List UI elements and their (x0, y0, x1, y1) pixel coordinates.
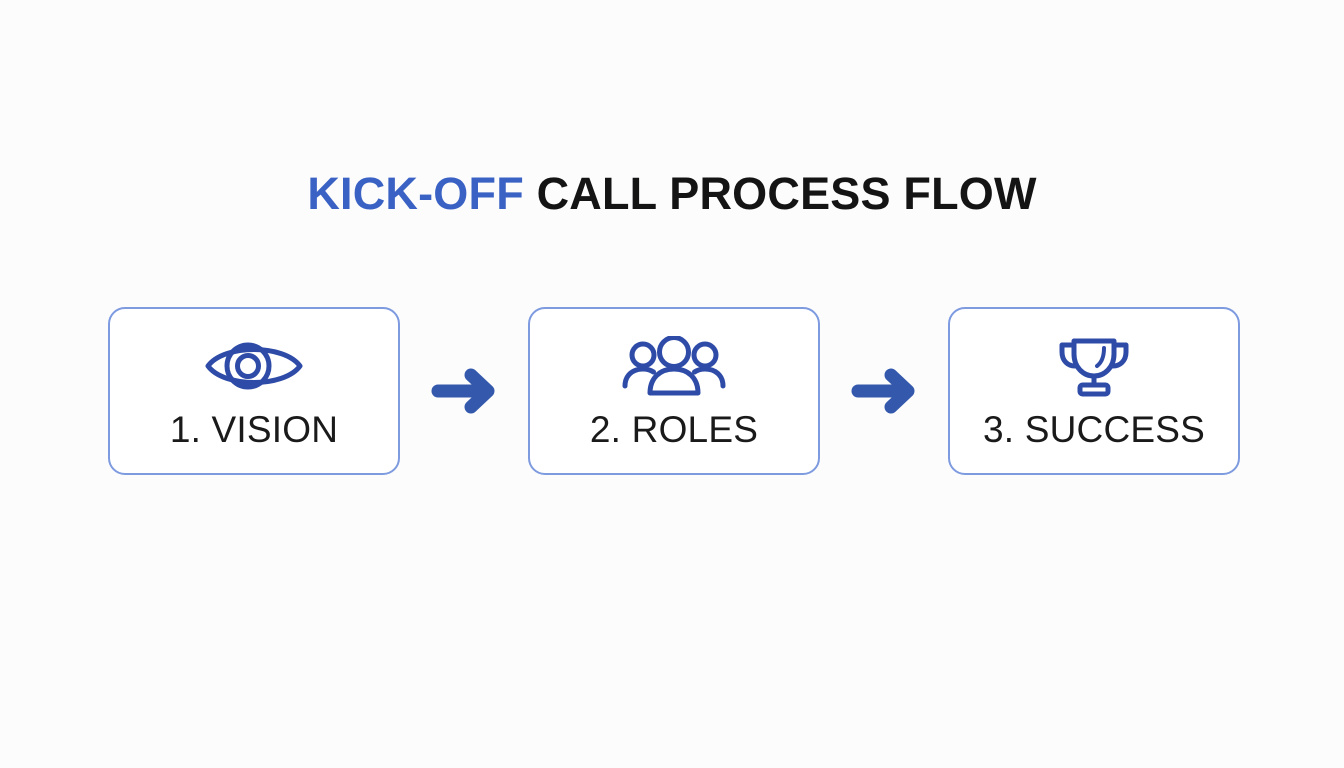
trophy-icon (1051, 335, 1137, 397)
process-step-label: 2. ROLES (589, 409, 759, 450)
page-title-rest: CALL PROCESS FLOW (523, 168, 1037, 219)
page-title-accent: KICK-OFF (307, 168, 524, 219)
process-step-label: 1. VISION (169, 409, 339, 450)
people-group-icon (622, 335, 726, 397)
process-flow-row: 1. VISION (108, 307, 1240, 475)
arrow-right-icon (842, 361, 926, 421)
eye-icon (204, 335, 304, 397)
process-step-card-roles[interactable]: 2. ROLES (528, 307, 820, 475)
page-title: KICK-OFF CALL PROCESS FLOW (0, 168, 1344, 220)
process-step-label: 3. SUCCESS (982, 409, 1205, 450)
process-step-card-success[interactable]: 3. SUCCESS (948, 307, 1240, 475)
arrow-right-icon (422, 361, 506, 421)
process-step-card-vision[interactable]: 1. VISION (108, 307, 400, 475)
